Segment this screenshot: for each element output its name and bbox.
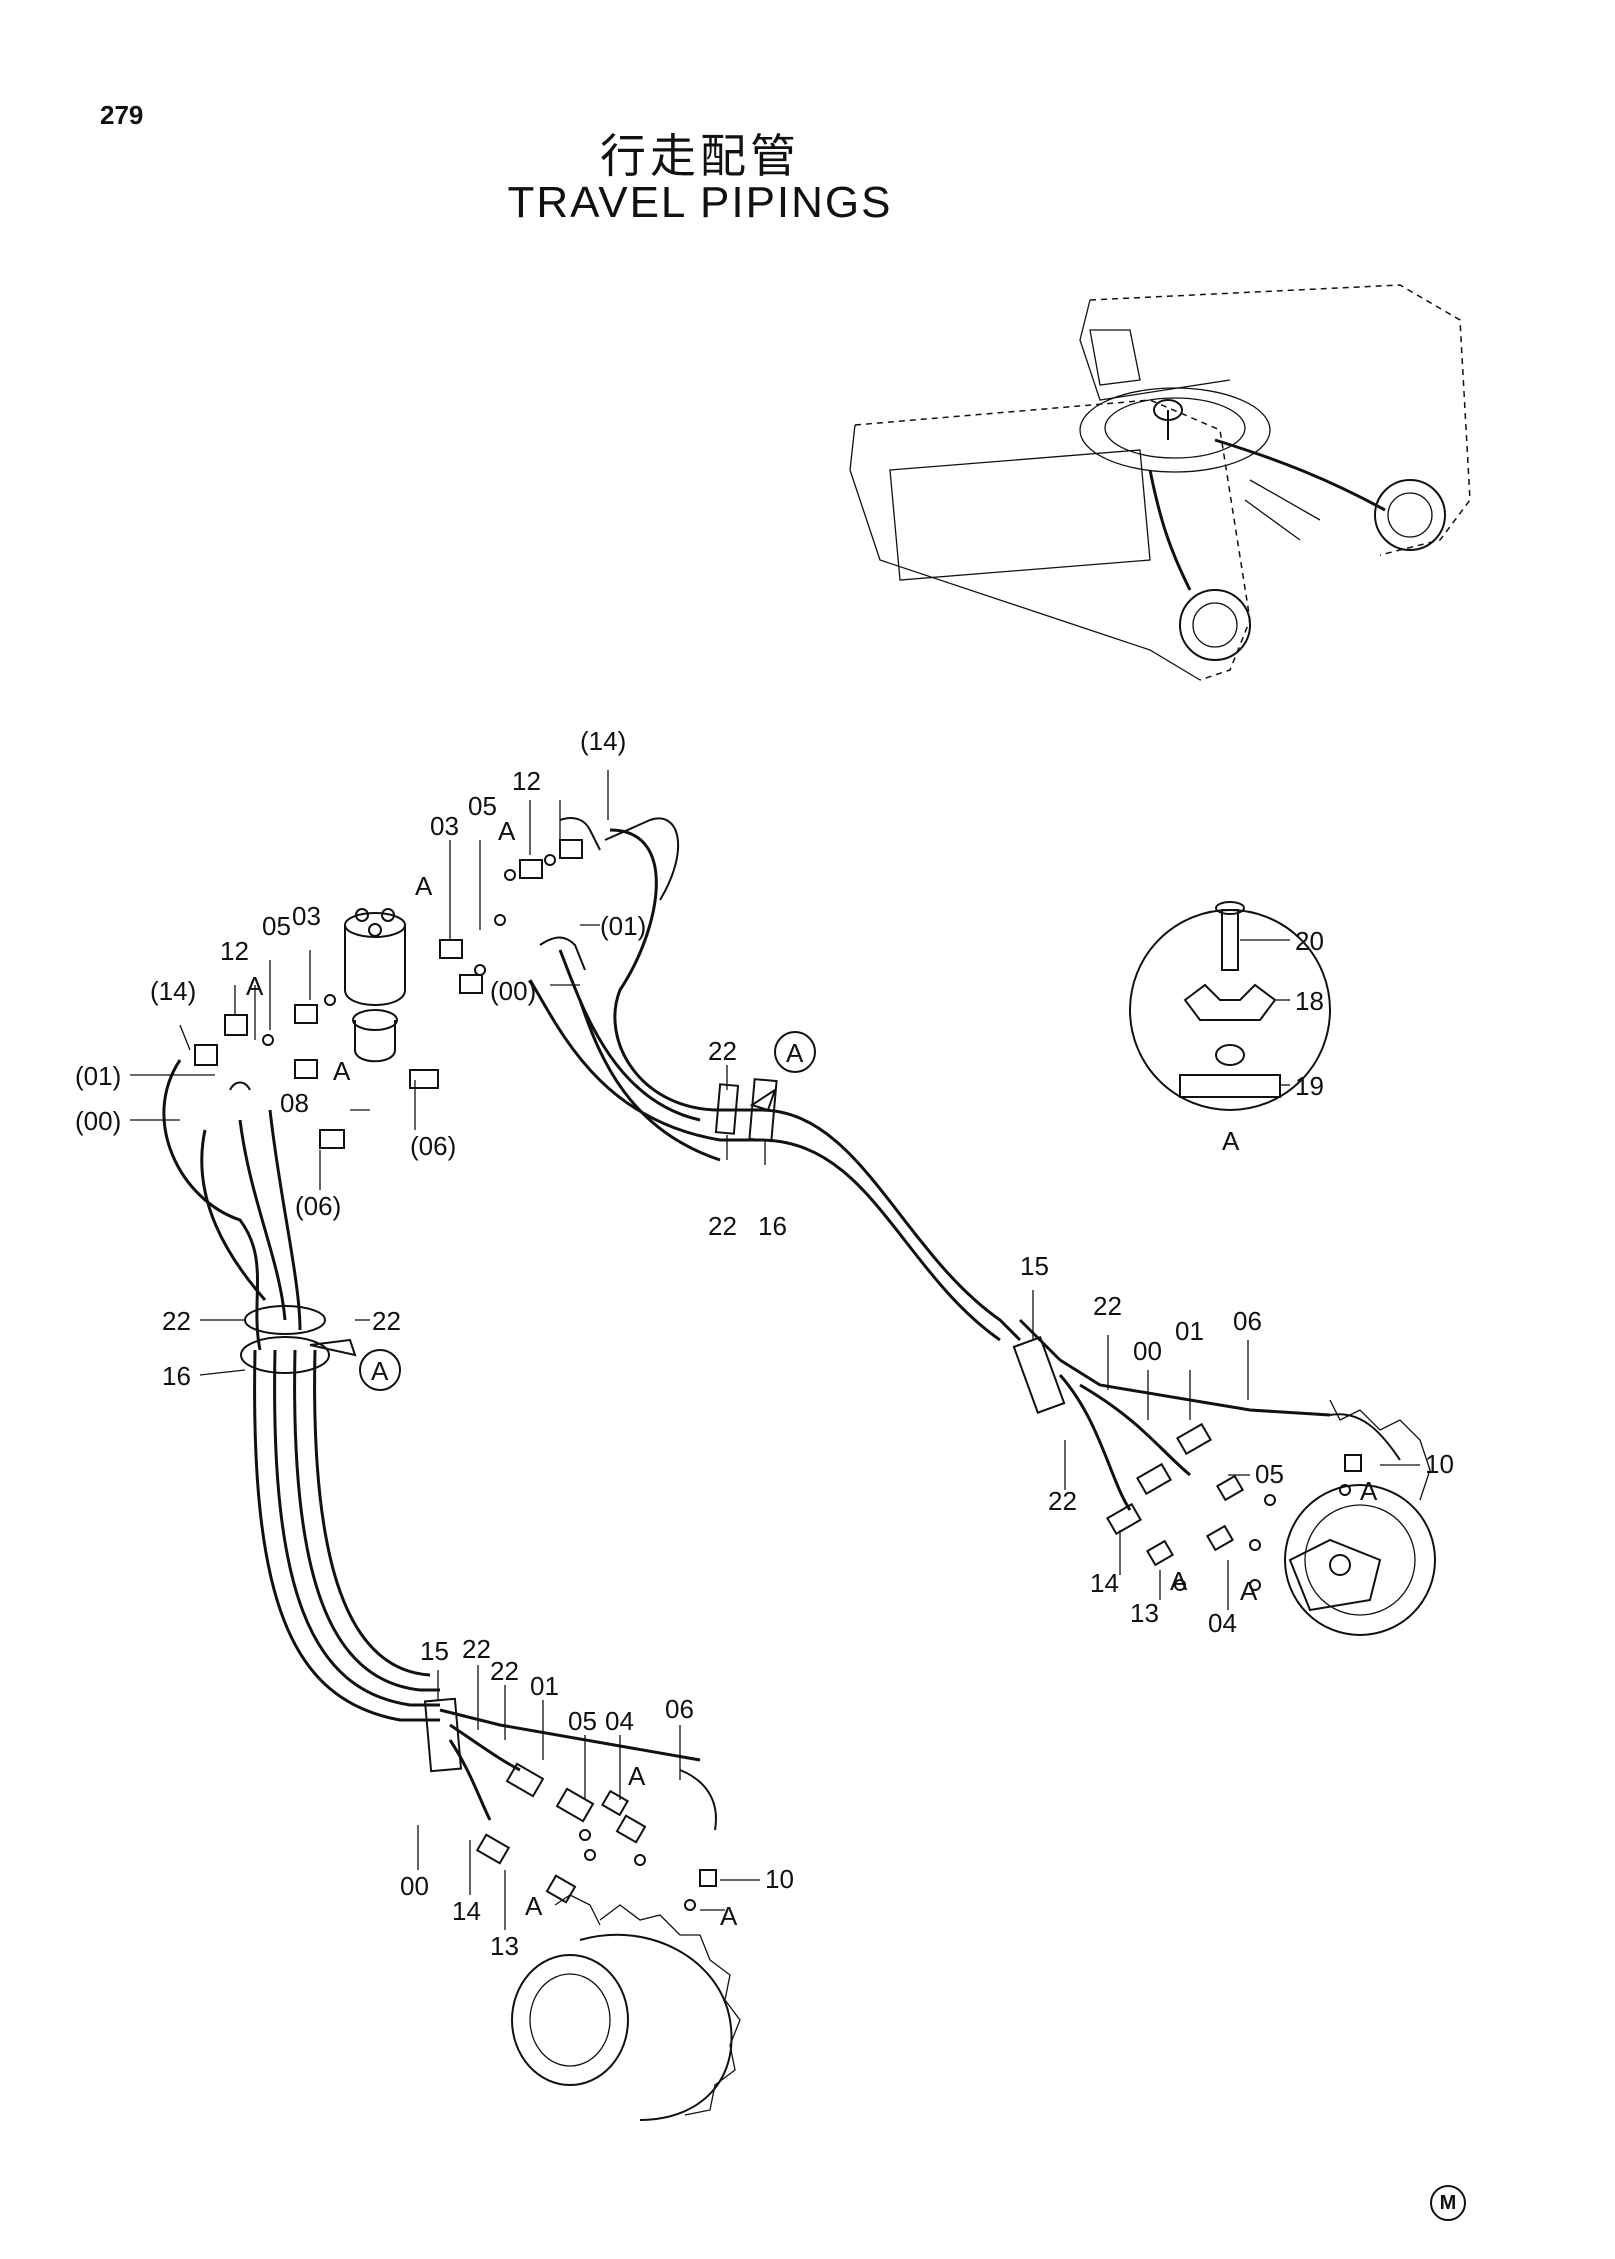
- callout-06-paren-mid: (06): [410, 1131, 456, 1161]
- callout-14-paren-left: (14): [150, 976, 196, 1006]
- detail-reference-markers: A A: [359, 1031, 816, 1391]
- detail-label-19: 19: [1295, 1071, 1324, 1101]
- callout-03-left: 03: [292, 901, 321, 931]
- clamps: [240, 1078, 1066, 1773]
- callout-a-bottom-1: A: [628, 1761, 646, 1791]
- callout-01-paren-top: (01): [600, 911, 646, 941]
- callout-00-paren-left: (00): [75, 1106, 121, 1136]
- callout-01-paren-left: (01): [75, 1061, 121, 1091]
- callout-16-mid: 16: [758, 1211, 787, 1241]
- callout-01-right: 01: [1175, 1316, 1204, 1346]
- detail-label-a: A: [1222, 1126, 1240, 1156]
- detail-ref-a-2: A: [371, 1356, 389, 1386]
- callout-13-right: 13: [1130, 1598, 1159, 1628]
- callout-00-paren-top: (00): [490, 976, 536, 1006]
- callout-22-bottom-1: 22: [462, 1634, 491, 1664]
- callout-00-right: 00: [1133, 1336, 1162, 1366]
- center-joint-assembly: [194, 817, 680, 1149]
- detail-label-18: 18: [1295, 986, 1324, 1016]
- callout-a-right-1: A: [1360, 1476, 1378, 1506]
- callout-05-bottom: 05: [568, 1706, 597, 1736]
- callout-12-left: 12: [220, 936, 249, 966]
- callout-06-paren-left: (06): [295, 1191, 341, 1221]
- callout-12-top: 12: [512, 766, 541, 796]
- right-travel-motor: [1106, 1399, 1436, 1636]
- callout-14-bottom: 14: [452, 1896, 481, 1926]
- callout-16-left: 16: [162, 1361, 191, 1391]
- callout-03-top: 03: [430, 811, 459, 841]
- lower-travel-motor: [475, 1762, 741, 2121]
- title-chinese: 行走配管: [600, 129, 800, 183]
- callout-10-bottom: 10: [765, 1864, 794, 1894]
- callout-04-bottom: 04: [605, 1706, 634, 1736]
- callout-22-bottom-2: 22: [490, 1656, 519, 1686]
- callout-a-left: A: [246, 971, 264, 1001]
- detail-a-clamp: 20 18 19 A: [1129, 901, 1331, 1156]
- callout-22-right-1: 22: [1093, 1291, 1122, 1321]
- callout-05-top: 05: [468, 791, 497, 821]
- callout-13-bottom: 13: [490, 1931, 519, 1961]
- callout-a-08: A: [333, 1056, 351, 1086]
- callout-22-lower: 22: [708, 1211, 737, 1241]
- callout-a-top2: A: [415, 871, 433, 901]
- leader-lines: [130, 770, 1420, 1930]
- callout-a-right-3: A: [1240, 1576, 1258, 1606]
- callout-14-right: 14: [1090, 1568, 1119, 1598]
- callout-06-bottom: 06: [665, 1694, 694, 1724]
- callout-22-left-2: 22: [372, 1306, 401, 1336]
- callout-22-upper: 22: [708, 1036, 737, 1066]
- detail-label-20: 20: [1295, 926, 1324, 956]
- callout-22-left-1: 22: [162, 1306, 191, 1336]
- callout-04-right: 04: [1208, 1608, 1237, 1638]
- detail-ref-a-1: A: [786, 1038, 804, 1068]
- callout-a-bottom-3: A: [720, 1901, 738, 1931]
- manufacturer-mark: M: [1430, 2185, 1466, 2221]
- callout-a-bottom-2: A: [525, 1891, 543, 1921]
- callout-a-top: A: [498, 816, 516, 846]
- callout-05-left: 05: [262, 911, 291, 941]
- callout-15-right: 15: [1020, 1251, 1049, 1281]
- undercarriage-overview: [849, 284, 1471, 681]
- callout-15-bottom: 15: [420, 1636, 449, 1666]
- callout-01-bottom: 01: [530, 1671, 559, 1701]
- callout-05-right: 05: [1255, 1459, 1284, 1489]
- callout-22-right-2: 22: [1048, 1486, 1077, 1516]
- page-number: 279: [100, 100, 144, 130]
- callout-a-right-2: A: [1170, 1566, 1188, 1596]
- callout-labels: (14) 12 05 03 A A (01) (00) 12 05 03 A (…: [75, 726, 1454, 1961]
- hose-bundle: [162, 828, 1331, 1821]
- fittings-top: [194, 839, 583, 1149]
- callout-08: 08: [280, 1088, 309, 1118]
- callout-00-bottom: 00: [400, 1871, 429, 1901]
- callout-14-paren-top: (14): [580, 726, 626, 756]
- callout-06-right: 06: [1233, 1306, 1262, 1336]
- title-english: TRAVEL PIPINGS: [507, 178, 893, 227]
- callout-10-right: 10: [1425, 1449, 1454, 1479]
